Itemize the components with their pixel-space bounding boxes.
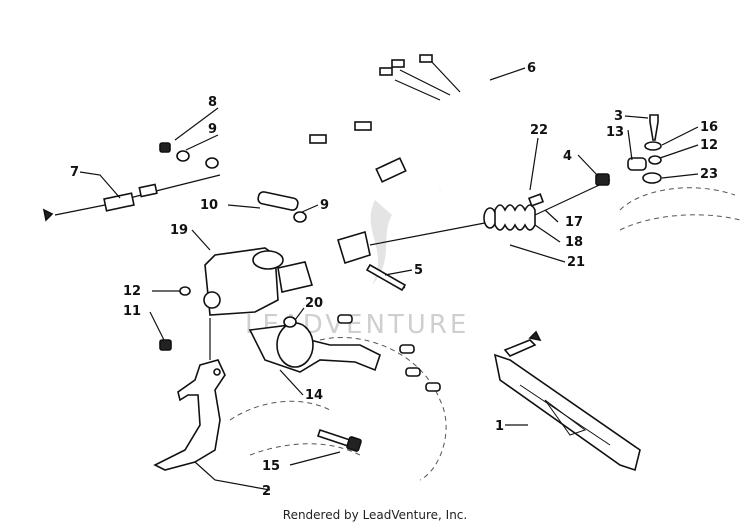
- leader-lines: [79, 67, 699, 491]
- callout-12a: 12: [123, 284, 141, 299]
- small-hardware: [159, 142, 307, 351]
- callout-15: 15: [262, 459, 280, 474]
- callout-17: 17: [565, 215, 583, 230]
- bracket-and-rod: [337, 221, 491, 292]
- callout-7: 7: [70, 165, 79, 180]
- callout-2: 2: [262, 484, 271, 499]
- callout-18: 18: [565, 235, 583, 250]
- spring-assembly: [483, 179, 611, 231]
- engine-outline: [229, 187, 741, 481]
- wiring-harness: [268, 54, 507, 211]
- callout-13: 13: [606, 125, 624, 140]
- callout-10: 10: [200, 198, 218, 213]
- callout-9a: 9: [208, 122, 217, 137]
- bolt-15: [316, 428, 362, 452]
- callout-16: 16: [700, 120, 718, 135]
- callout-20: 20: [305, 296, 323, 311]
- callout-6: 6: [527, 61, 536, 76]
- callouts: 1 2 3 4 5 6 7 8 9 9 10 11 12 12 13 14 15…: [70, 61, 718, 499]
- lever: [153, 359, 226, 471]
- plate: [493, 330, 641, 472]
- solenoid: [203, 247, 314, 316]
- callout-14: 14: [305, 388, 323, 403]
- callout-19: 19: [170, 223, 188, 238]
- footer-credit: Rendered by LeadVenture, Inc.: [282, 508, 468, 522]
- callout-21: 21: [567, 255, 585, 270]
- callout-11: 11: [123, 304, 141, 319]
- callout-23: 23: [700, 167, 718, 182]
- callout-12b: 12: [700, 138, 718, 153]
- callout-4: 4: [563, 149, 572, 164]
- callout-8: 8: [208, 95, 217, 110]
- callout-22: 22: [530, 123, 548, 138]
- right-hardware: [595, 114, 662, 186]
- callout-1: 1: [495, 419, 504, 434]
- callout-9b: 9: [320, 198, 329, 213]
- callout-3: 3: [614, 109, 623, 124]
- linkage: [248, 314, 441, 392]
- throttle-cable: [42, 174, 221, 222]
- callout-5: 5: [414, 263, 423, 278]
